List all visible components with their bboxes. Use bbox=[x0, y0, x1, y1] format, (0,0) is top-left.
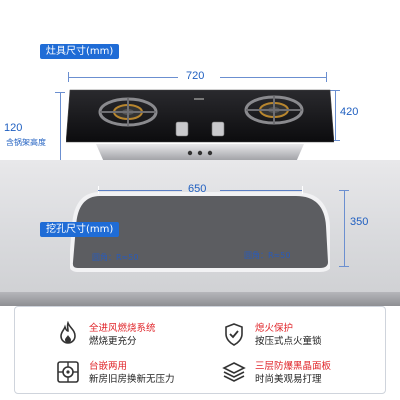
cutout-depth-tick-bottom bbox=[339, 266, 349, 267]
cutout-depth-value: 350 bbox=[350, 216, 369, 228]
shield-check-icon bbox=[225, 323, 243, 346]
gas-stove-image bbox=[66, 89, 334, 162]
width-dim-line-right bbox=[220, 77, 326, 78]
stove-size-tag: 灶具尺寸(mm) bbox=[40, 44, 120, 59]
cutout-width-tick-right bbox=[302, 186, 303, 194]
flame-icon bbox=[60, 321, 76, 344]
feature-desc: 按压式点火童锁 bbox=[255, 336, 322, 347]
feature-desc: 燃烧更充分 bbox=[89, 336, 137, 347]
cutout-corner-right: 圆角：R≈50 bbox=[244, 251, 291, 260]
cutout-width-line-right bbox=[220, 190, 302, 191]
width-dim-line-left bbox=[68, 77, 178, 78]
width-dim-tick-right bbox=[326, 72, 327, 82]
feature-desc: 新房旧房换新无压力 bbox=[89, 374, 175, 385]
cutout-width-value: 650 bbox=[188, 183, 207, 195]
cutout-hole bbox=[70, 192, 330, 272]
stove-depth-value: 420 bbox=[340, 106, 359, 118]
cutout-width-line-left bbox=[98, 190, 182, 191]
cutout-corner-left: 圆角：R≈50 bbox=[92, 253, 139, 262]
stove-width-value: 720 bbox=[186, 70, 205, 82]
feature-title: 台嵌两用 bbox=[89, 361, 128, 372]
cutout-size-tag: 挖孔尺寸(mm) bbox=[40, 222, 120, 237]
stove-height-caption: 含锅架高度 bbox=[6, 138, 46, 147]
depth-dim-line bbox=[335, 90, 336, 140]
feature-title: 全进风燃烧系统 bbox=[89, 323, 156, 334]
depth-dim-tick-bottom bbox=[330, 140, 340, 141]
layers-icon bbox=[222, 362, 246, 382]
features-panel: 全进风燃烧系统 燃烧更充分 熄火保护 按压式点火童锁 台嵌两用 新房旧房换新无 bbox=[14, 306, 386, 394]
feature-desc: 时尚美观易打理 bbox=[255, 374, 322, 385]
cutout-depth-tick-top bbox=[339, 190, 349, 191]
cutout-depth-line bbox=[344, 190, 345, 266]
feature-title: 熄火保护 bbox=[255, 323, 294, 334]
countertop-edge bbox=[0, 292, 400, 306]
stove-height-value: 120 bbox=[4, 122, 23, 134]
height-dim-line bbox=[60, 92, 61, 160]
feature-title: 三层防爆黑晶面板 bbox=[255, 361, 332, 372]
burner-icon bbox=[57, 361, 79, 383]
